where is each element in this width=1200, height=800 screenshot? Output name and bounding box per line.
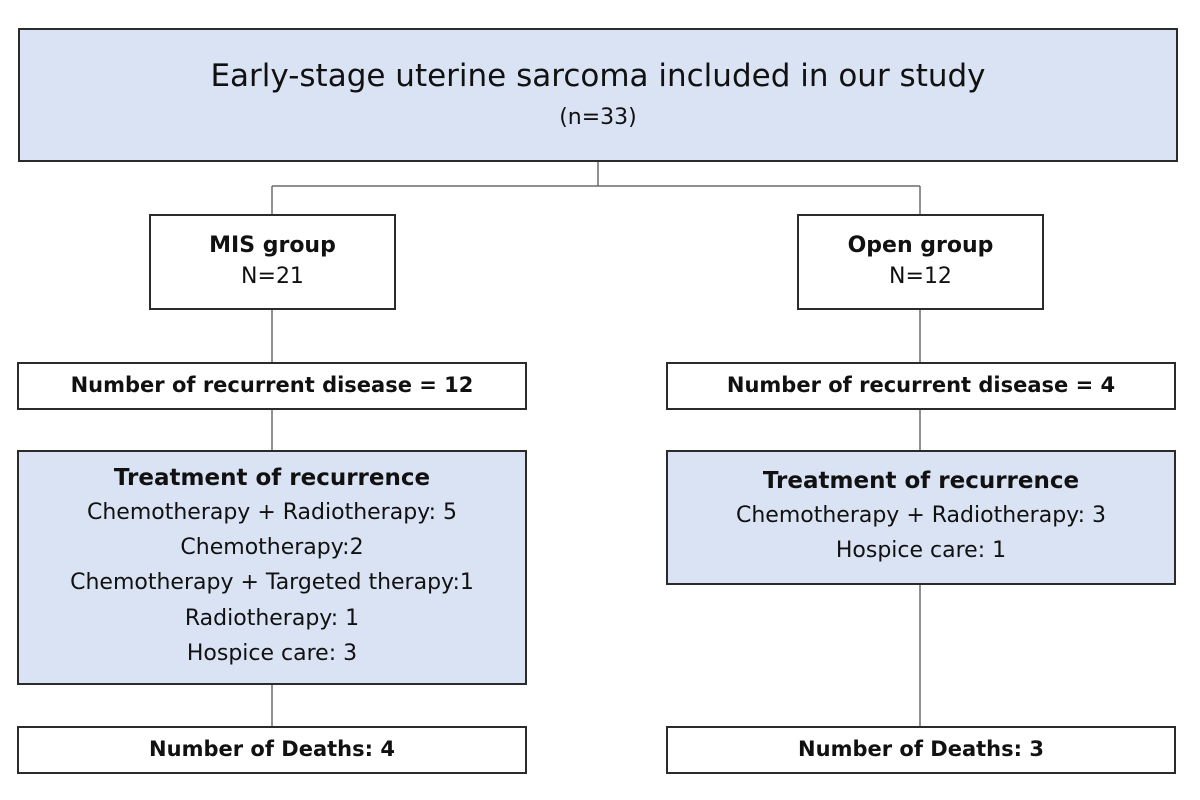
mis-recurrence-box: Number of recurrent disease = 12 bbox=[17, 362, 527, 410]
mis-deaths-text: Number of Deaths: 4 bbox=[149, 737, 395, 762]
study-population-title: Early-stage uterine sarcoma included in … bbox=[210, 58, 986, 95]
open-deaths-box: Number of Deaths: 3 bbox=[666, 726, 1176, 774]
mis-treatment-item: Chemotherapy:2 bbox=[180, 535, 364, 561]
mis-treatment-item: Chemotherapy + Radiotherapy: 5 bbox=[86, 499, 457, 525]
mis-group-count: N=21 bbox=[241, 264, 304, 289]
open-treatment-box: Treatment of recurrence Chemotherapy + R… bbox=[666, 450, 1176, 585]
mis-recurrence-text: Number of recurrent disease = 12 bbox=[70, 373, 474, 398]
open-group-box: Open group N=12 bbox=[797, 214, 1044, 310]
open-treatment-item: Chemotherapy + Radiotherapy: 3 bbox=[735, 502, 1106, 528]
study-population-box: Early-stage uterine sarcoma included in … bbox=[18, 28, 1178, 162]
open-recurrence-text: Number of recurrent disease = 4 bbox=[726, 373, 1116, 398]
study-population-count: (n=33) bbox=[559, 105, 637, 131]
open-treatment-item: Hospice care: 1 bbox=[835, 537, 1007, 563]
mis-treatment-item: Chemotherapy + Targeted therapy:1 bbox=[70, 570, 474, 596]
mis-deaths-box: Number of Deaths: 4 bbox=[17, 726, 527, 774]
open-treatment-title: Treatment of recurrence bbox=[762, 467, 1080, 494]
mis-group-box: MIS group N=21 bbox=[149, 214, 396, 310]
open-group-name: Open group bbox=[847, 233, 994, 259]
mis-treatment-box: Treatment of recurrence Chemotherapy + R… bbox=[17, 450, 527, 685]
open-group-count: N=12 bbox=[889, 264, 952, 289]
mis-group-name: MIS group bbox=[209, 233, 336, 259]
open-deaths-text: Number of Deaths: 3 bbox=[798, 737, 1044, 762]
mis-treatment-item: Radiotherapy: 1 bbox=[184, 605, 360, 631]
open-recurrence-box: Number of recurrent disease = 4 bbox=[666, 362, 1176, 410]
mis-treatment-title: Treatment of recurrence bbox=[113, 465, 431, 492]
mis-treatment-item: Hospice care: 3 bbox=[186, 640, 358, 666]
